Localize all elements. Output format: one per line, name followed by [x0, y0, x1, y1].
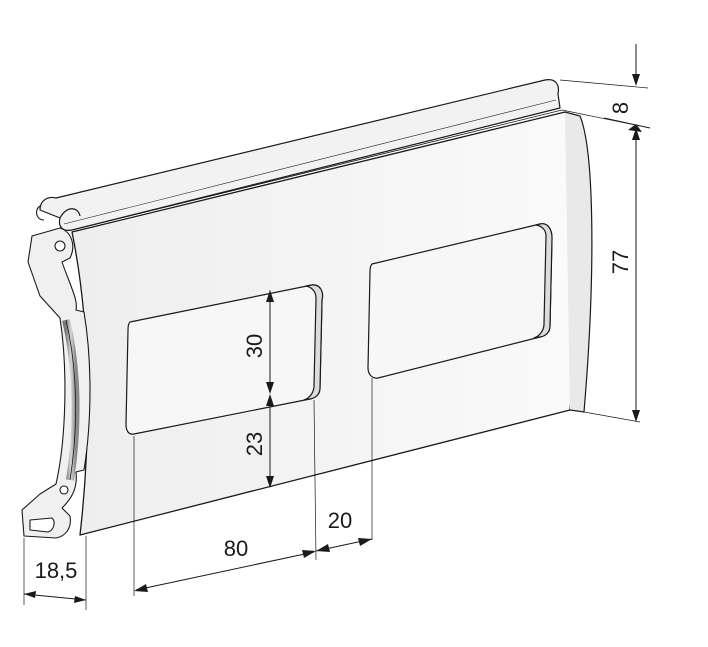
dimension-window-height-label: 30 [242, 334, 267, 358]
dimension-window-width-label: 80 [224, 536, 248, 561]
end-profile [21, 205, 91, 539]
window-left [125, 284, 324, 435]
dimension-lines [23, 44, 651, 603]
slat-panel [71, 111, 593, 536]
dimension-window-gap-label: 20 [328, 508, 352, 533]
dimension-bottom-margin-label: 23 [242, 432, 267, 456]
dimension-depth-top-label: 8 [608, 102, 633, 114]
top-rail [39, 79, 563, 231]
window-right [367, 223, 553, 379]
dimension-height-label: 77 [608, 250, 633, 274]
dimension-thickness-label: 18,5 [35, 558, 78, 583]
